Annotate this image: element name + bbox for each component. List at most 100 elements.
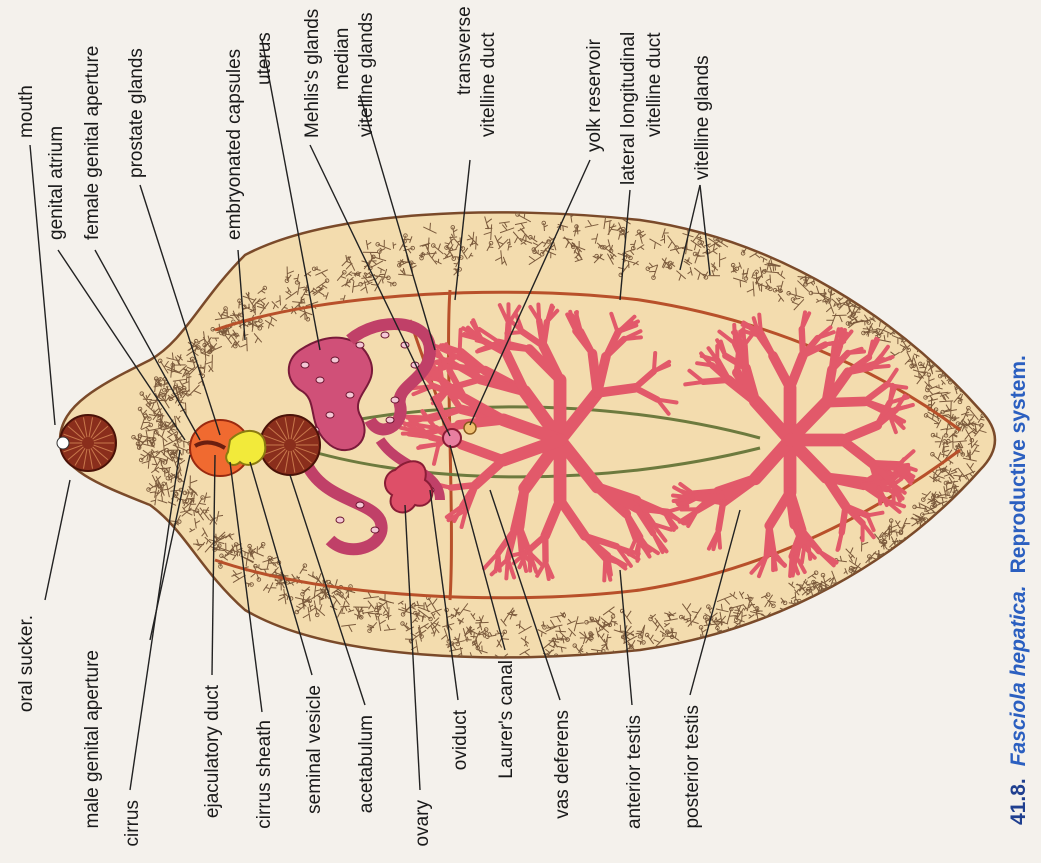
vitelline-branch [879,575,885,586]
vitelline-branch [731,634,742,647]
label-laurers-canal: Laurer's canal [496,660,517,779]
vitelline-branch [886,308,898,322]
testis-lobe [879,488,880,504]
vitelline-branch [893,306,899,318]
vitelline-branch [646,651,650,659]
vitelline-branch [908,543,913,552]
vitelline-follicle [897,556,901,560]
label-male-genital-aperture: male genital aperture [82,650,103,829]
vitelline-branch [808,265,822,272]
vitelline-branch [881,315,887,319]
svg-text:41.8. Fasciola hepatica.: 41.8. Fasciola hepatica. Reproductive sy… [1007,355,1030,825]
label-cirrus-sheath: cirrus sheath [254,720,275,829]
label-cirrus: cirrus [122,800,143,846]
testis-lobe [740,332,741,348]
vitelline-branch [960,380,973,388]
vitelline-branch [913,336,920,346]
vitelline-branch [894,557,901,566]
vitelline-branch [872,566,877,570]
vitelline-branch [780,251,786,258]
testis-lobe [692,497,721,498]
vitelline-branch [936,342,943,350]
vitelline-branch [843,580,855,591]
vitelline-follicle [888,318,892,322]
vitelline-branch [805,603,811,611]
mouth [57,437,69,449]
vitelline-branch [941,513,947,525]
vitelline-branch [920,339,928,343]
testis-lobe [703,380,728,382]
vitelline-follicle [968,496,972,500]
vitelline-follicle [461,658,465,662]
embryonated-capsule [336,517,344,523]
label-oral-sucker: oral sucker. [16,615,37,712]
testis-lobe [604,559,605,581]
mehlis-glands [443,429,461,447]
vitelline-branch [906,333,915,338]
label-oviduct: oviduct [450,709,471,770]
caption-number: 41.8. [1007,778,1030,825]
label-transverse-vitelline-duct: vitelline duct [478,32,499,137]
vitelline-follicle [841,582,845,586]
embryonated-capsule [356,342,364,348]
caption-species: Fasciola hepatica. [1007,585,1030,766]
vitelline-follicle [884,584,888,588]
vitelline-branch [561,660,572,667]
vitelline-follicle [902,544,906,548]
vitelline-branch [795,605,801,615]
label-mehlis-glands: Mehlis's glands [302,9,323,138]
vitelline-branch [903,541,916,550]
vitelline-branch [890,318,897,325]
testis-lobe [872,463,899,464]
testis-lobe [842,506,846,532]
vitelline-branch [736,631,740,639]
label-mouth: mouth [16,85,37,138]
vitelline-branch [902,306,908,317]
vitelline-branch [906,327,913,332]
vitelline-follicle [739,637,743,641]
label-transverse: transverse [454,6,475,95]
vitelline-branch [878,301,884,306]
vitelline-branch [954,498,965,504]
vitelline-branch [766,619,779,625]
vitelline-branch [722,633,727,642]
vitelline-branch [928,352,932,358]
testis-lobe [685,382,703,385]
labels-top: mouth genital atrium female genital aper… [16,6,713,240]
label-vas-deferens: vas deferens [552,710,573,819]
vitelline-follicle [846,592,850,596]
label-genital-atrium: genital atrium [46,126,67,240]
vitelline-branch [783,618,788,625]
testis-lobe [769,526,773,551]
vitelline-branch [892,555,898,559]
vitelline-follicle [913,546,917,550]
vitelline-branch [891,555,897,566]
vitelline-branch [825,274,832,282]
embryonated-capsule [301,362,309,368]
label-ovary: ovary [412,800,433,847]
label-anterior-testis: anterior testis [624,715,645,829]
vitelline-branch [843,593,848,597]
testis-lobe [745,345,746,368]
label-ejaculatory-duct: ejaculatory duct [202,684,223,818]
vitelline-follicle [902,305,906,309]
embryonated-capsule [331,357,339,363]
vitelline-follicle [942,514,946,518]
label-median: median [332,28,353,90]
vitelline-follicle [886,309,890,313]
vitelline-branch [879,309,888,316]
vitelline-follicle [781,622,785,626]
vitelline-follicle [895,565,899,569]
vitelline-follicle [845,588,849,592]
testis-lobe [520,489,525,528]
vitelline-branch [844,584,854,592]
vitelline-branch [943,362,950,369]
vitelline-follicle [888,314,892,318]
vitelline-branch [889,569,897,573]
vitelline-follicle [615,656,619,660]
vitelline-follicle [809,606,813,610]
testis-lobe [460,330,461,353]
vitelline-follicle [816,603,820,607]
vitelline-branch [904,543,913,551]
